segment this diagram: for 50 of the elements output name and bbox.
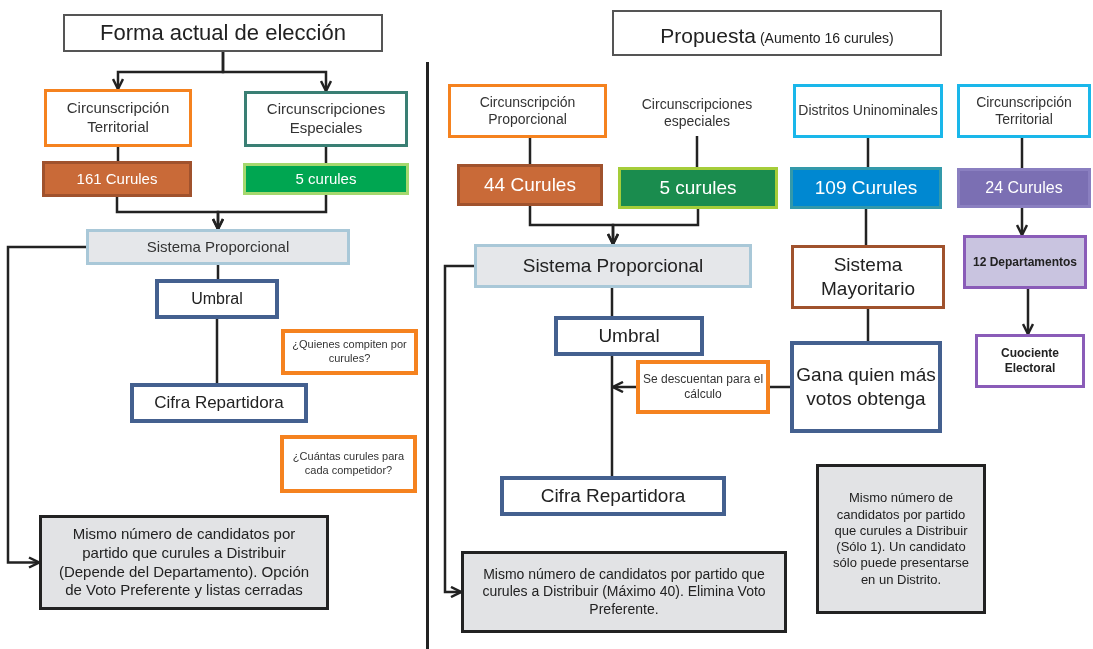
subtitle-text: (Aumento 16 curules)	[759, 29, 894, 48]
process-box: Sistema Proporcional	[86, 229, 350, 265]
connector-line	[864, 209, 868, 245]
label-text: Circunscripciones especiales	[620, 90, 774, 136]
process-box: Gana quien más votos obtenga	[790, 341, 942, 433]
note-box: Mismo número de candidatos por partido que curules a Distribuir (Depende del Departamento). Opción de Voto Preferente y listas cerradas	[39, 515, 329, 610]
note-box: Mismo número de candidatos por partido que curules a Distribuir (Máximo 40). Elimina Voto Preferente.	[461, 551, 787, 633]
count-box: 5 curules	[243, 163, 409, 195]
process-box: Cifra Repartidora	[130, 383, 308, 423]
process-box: Umbral	[155, 279, 279, 319]
note-box: Se descuentan para el cálculo	[636, 360, 770, 414]
title-text: Propuesta	[660, 23, 756, 49]
connector-line	[1020, 138, 1024, 168]
note-box: Mismo número de candidatos por partido que curules a Distribuir (Sólo 1). Un candidato sólo puede presentarse en un Distrito.	[816, 464, 986, 614]
arrow	[1021, 289, 1035, 336]
process-box: Cifra Repartidora	[500, 476, 726, 516]
process-box: 12 Departamentos	[963, 235, 1087, 289]
connector-line	[610, 356, 614, 476]
count-box: 44 Curules	[457, 164, 603, 206]
connector-line	[610, 288, 614, 316]
arrow	[1015, 208, 1029, 237]
process-box: Circunscripción Territorial	[957, 84, 1091, 138]
count-box: 5 curules	[618, 167, 778, 209]
arrow	[6, 245, 86, 569]
connector-line	[528, 138, 532, 164]
process-box: Cuociente Electoral	[975, 334, 1085, 388]
count-box: 109 Curules	[790, 167, 942, 209]
process-box: Circunscripción Proporcional	[448, 84, 607, 138]
question-box: ¿Quienes compiten por curules?	[281, 329, 418, 375]
question-box: ¿Cuántas curules para cada competidor?	[280, 435, 417, 493]
connector-line	[866, 309, 870, 341]
process-box: Circunscripción Territorial	[44, 89, 192, 147]
arrow	[221, 52, 333, 93]
count-box: 24 Curules	[957, 168, 1091, 208]
connector-line	[215, 319, 219, 383]
connector-line	[770, 385, 790, 389]
connector-line	[695, 136, 699, 167]
arrow	[611, 380, 636, 394]
count-box: 161 Curules	[42, 161, 192, 197]
title-box	[612, 10, 942, 56]
connector-line	[866, 138, 870, 167]
arrow	[606, 209, 700, 246]
process-box: Sistema Proporcional	[474, 244, 752, 288]
process-box: Sistema Mayoritario	[791, 245, 945, 309]
title-box: Forma actual de elección	[63, 14, 383, 52]
process-box: Umbral	[554, 316, 704, 356]
process-box: Distritos Uninominales	[793, 84, 943, 138]
arrow	[443, 264, 474, 599]
process-box: Circunscripciones Especiales	[244, 91, 408, 147]
arrow	[211, 195, 328, 231]
